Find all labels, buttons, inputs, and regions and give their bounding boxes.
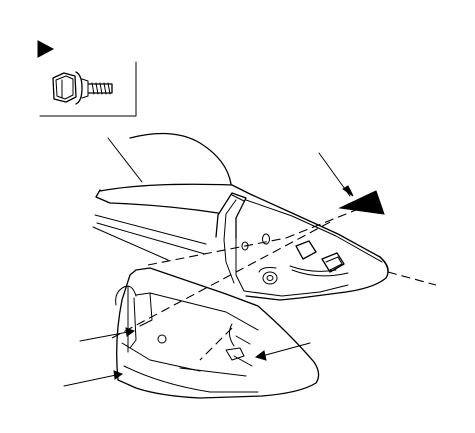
arrow-head-icon bbox=[342, 185, 354, 197]
arrow-head-icon bbox=[338, 190, 385, 215]
inset-frame bbox=[39, 61, 137, 117]
triangle-right-icon bbox=[37, 40, 55, 58]
flange-bolt-icon bbox=[52, 71, 113, 105]
lower-cover-assembly bbox=[92, 132, 389, 399]
assembly-guide-lines bbox=[111, 209, 437, 361]
lower-cover-panel bbox=[116, 267, 320, 399]
arrow-head-icon bbox=[254, 350, 267, 361]
clip-icon bbox=[289, 240, 349, 277]
arrow-head-icon bbox=[113, 370, 124, 380]
arrow-head-icon bbox=[125, 327, 136, 337]
bolt-inset bbox=[37, 40, 137, 117]
inner-bracket bbox=[215, 192, 247, 239]
callout-leaders bbox=[63, 137, 385, 387]
